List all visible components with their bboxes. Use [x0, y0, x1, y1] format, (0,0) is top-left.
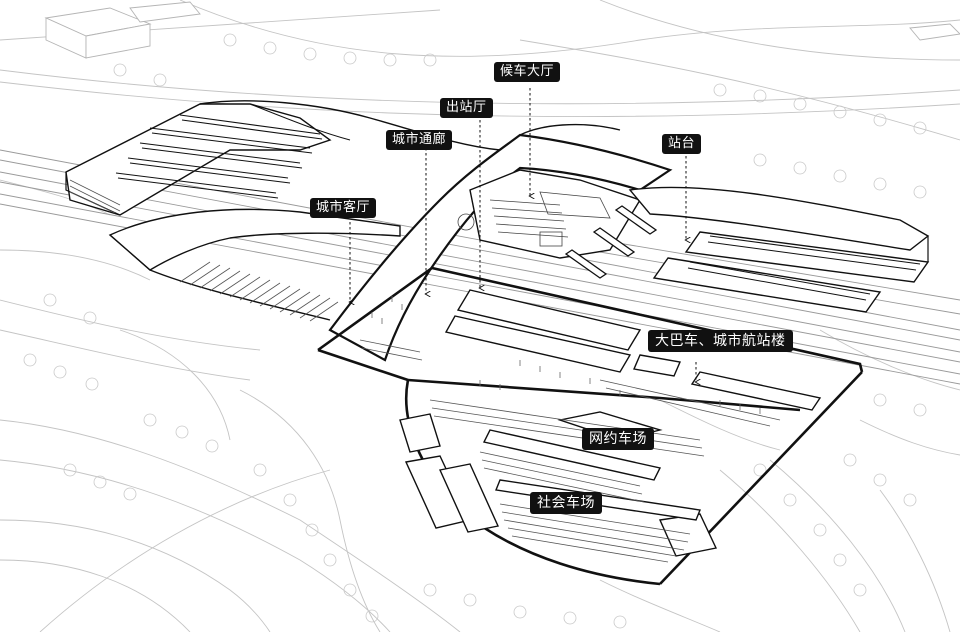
context-trees [23, 33, 927, 629]
label-city-corridor: 城市通廊 [386, 130, 453, 150]
platform-canopies [628, 186, 930, 313]
label-waiting-hall: 候车大厅 [494, 62, 561, 82]
concourse-interior-details [457, 191, 611, 247]
roof-skylight-stripes [115, 114, 323, 199]
support-columns [564, 205, 658, 279]
label-bus-terminal: 大巴车、城市航站楼 [648, 330, 793, 352]
label-public-parking: 社会车场 [530, 492, 602, 514]
pedestrian-figures [371, 296, 761, 414]
label-ride-hailing-lot: 网约车场 [582, 428, 654, 450]
facade-hatching [69, 179, 339, 322]
label-city-lounge: 城市客厅 [310, 198, 377, 218]
leader-lines [350, 88, 696, 382]
canopy-stripes [687, 235, 921, 301]
station-building [65, 100, 501, 321]
label-exit-hall: 出站厅 [440, 98, 493, 118]
label-platform: 站台 [662, 134, 702, 154]
context-blocks [44, 1, 960, 59]
